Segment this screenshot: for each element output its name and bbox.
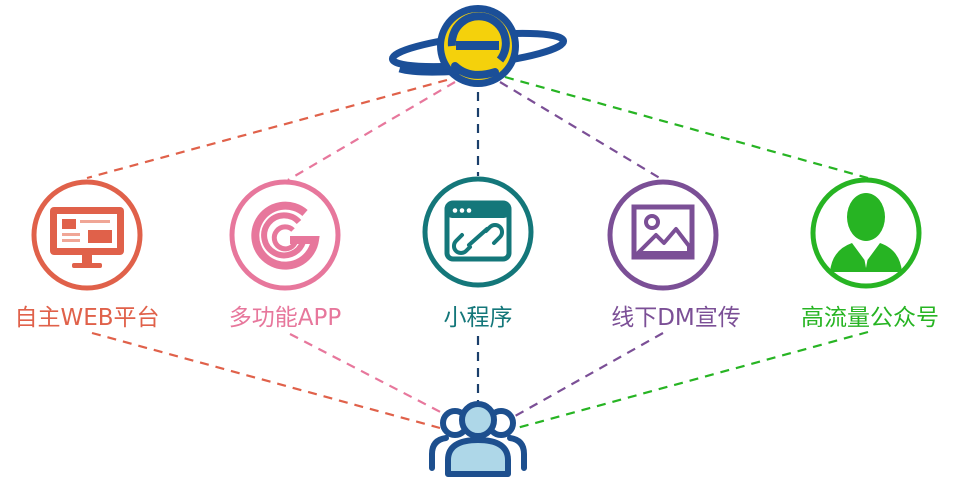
- node-dm: [607, 179, 719, 291]
- user-connectors: [91, 330, 869, 430]
- monitor-icon: [50, 207, 124, 268]
- label-official-account: 高流量公众号: [801, 305, 939, 331]
- mini-program-icon: [444, 200, 512, 262]
- node-web: [31, 179, 143, 291]
- person-silhouette-icon: [830, 193, 902, 272]
- connector-hub-wechat: [504, 75, 869, 180]
- label-web-platform: 自主WEB平台: [14, 305, 160, 331]
- hub-connectors: [86, 75, 869, 181]
- connector-wechat-users: [516, 330, 869, 430]
- node-wechat: [810, 177, 922, 289]
- image-icon: [631, 204, 695, 260]
- label-multi-app: 多功能APP: [228, 305, 342, 331]
- users-group-icon: [429, 401, 527, 477]
- connector-dm-users: [507, 332, 664, 421]
- connector-hub-app: [287, 81, 456, 181]
- label-mini-program: 小程序: [443, 305, 513, 331]
- connector-web-users: [91, 331, 441, 430]
- connector-app-users: [289, 333, 453, 419]
- node-mini: [422, 176, 534, 288]
- e-planet-logo-icon: [388, 5, 568, 87]
- connector-hub-web: [86, 78, 448, 180]
- label-offline-dm: 线下DM宣传: [611, 305, 741, 331]
- g-logo-icon: [251, 201, 320, 270]
- connector-hub-dm: [499, 81, 664, 181]
- node-app: [229, 179, 341, 291]
